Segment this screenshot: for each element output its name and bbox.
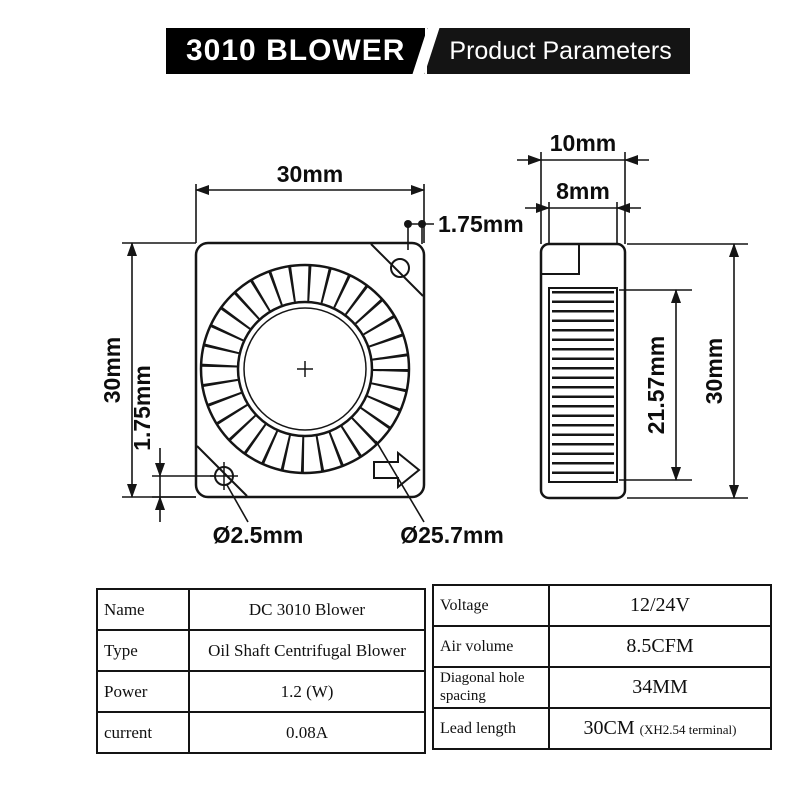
- dim-front-height-label: 30mm: [99, 337, 125, 403]
- header-banner: 3010 BLOWER Product Parameters: [166, 28, 690, 74]
- spec-label: Diagonal hole spacing: [432, 666, 550, 709]
- spec-value: 12/24V: [548, 584, 772, 627]
- dim-blade-stack-height: 21.57mm: [619, 289, 692, 481]
- corner-chord-top-right: [370, 243, 424, 297]
- fan-housing-side: [539, 242, 627, 500]
- spec-label: Type: [96, 629, 190, 672]
- table-row: Power 1.2 (W): [96, 670, 426, 713]
- dim-impeller-diameter: Ø25.7mm: [375, 440, 504, 548]
- spec-label: Name: [96, 588, 190, 631]
- side-view: [539, 242, 627, 500]
- dim-hole-offset-top: 1.75mm: [404, 211, 524, 250]
- spec-label: Power: [96, 670, 190, 713]
- mount-hole-diameter-label: Ø2.5mm: [213, 522, 304, 548]
- spec-label: Lead length: [432, 707, 550, 750]
- spec-label: current: [96, 711, 190, 754]
- table-row: Air volume 8.5CFM: [432, 625, 772, 668]
- dim-side-outlet: 8mm: [525, 178, 641, 244]
- dim-front-width-label: 30mm: [277, 161, 343, 187]
- dim-hole-offset-top-label: 1.75mm: [438, 211, 524, 237]
- dim-blade-stack-label: 21.57mm: [643, 336, 669, 434]
- impeller-hub-ring: [243, 307, 367, 431]
- mounting-hole-top-right: [390, 258, 410, 278]
- leader-line: [375, 440, 425, 523]
- spec-table-right: Voltage 12/24V Air volume 8.5CFM Diagona…: [432, 584, 772, 750]
- impeller-blades: [201, 265, 409, 473]
- spec-table-left: Name DC 3010 Blower Type Oil Shaft Centr…: [96, 588, 426, 754]
- dim-hole-offset-bottom: 1.75mm: [129, 365, 214, 522]
- spec-value: DC 3010 Blower: [188, 588, 426, 631]
- dim-side-height: 30mm: [627, 243, 748, 499]
- spec-value: 34MM: [548, 666, 772, 709]
- dim-side-height-label: 30mm: [701, 338, 727, 404]
- spec-value: 1.2 (W): [188, 670, 426, 713]
- product-model-title: 3010 BLOWER: [166, 28, 426, 74]
- header-subtitle: Product Parameters: [427, 28, 690, 74]
- spec-label: Air volume: [432, 625, 550, 668]
- spec-value: Oil Shaft Centrifugal Blower: [188, 629, 426, 672]
- dim-side-outlet-label: 8mm: [556, 178, 610, 204]
- spec-label: Voltage: [432, 584, 550, 627]
- dim-side-depth: 10mm: [517, 130, 649, 244]
- header-subtitle-text: Product Parameters: [449, 37, 672, 65]
- impeller: [199, 263, 411, 475]
- table-row: Voltage 12/24V: [432, 584, 772, 627]
- airflow-arrow-icon: [373, 450, 421, 490]
- mounting-hole-bottom-left: [210, 462, 238, 490]
- dim-side-depth-label: 10mm: [550, 130, 616, 156]
- leader-line: [226, 484, 249, 523]
- dim-hole-offset-bottom-label: 1.75mm: [129, 365, 155, 451]
- front-view: [194, 241, 426, 499]
- fan-housing-front: [194, 241, 426, 499]
- blade-stack-outline: [548, 287, 618, 483]
- spec-value: 8.5CFM: [548, 625, 772, 668]
- dim-front-height: 30mm: [99, 242, 196, 498]
- spec-value: 0.08A: [188, 711, 426, 754]
- spec-value: 30CM (XH2.54 terminal): [548, 707, 772, 750]
- table-row: Lead length 30CM (XH2.54 terminal): [432, 707, 772, 750]
- motor-pocket: [541, 244, 580, 275]
- dim-mount-hole: Ø2.5mm: [213, 484, 304, 548]
- table-row: Name DC 3010 Blower: [96, 588, 426, 631]
- impeller-diameter-label: Ø25.7mm: [400, 522, 504, 548]
- impeller-inner-ring: [236, 300, 374, 438]
- lead-length-value: 30CM: [583, 717, 635, 739]
- dim-front-width: 30mm: [195, 161, 425, 243]
- corner-chord-bottom-left: [196, 445, 248, 497]
- table-row: Diagonal hole spacing 34MM: [432, 666, 772, 709]
- lead-length-note: (XH2.54 terminal): [639, 722, 737, 737]
- table-row: Type Oil Shaft Centrifugal Blower: [96, 629, 426, 672]
- table-row: current 0.08A: [96, 711, 426, 754]
- product-model-text: 3010 BLOWER: [186, 34, 406, 67]
